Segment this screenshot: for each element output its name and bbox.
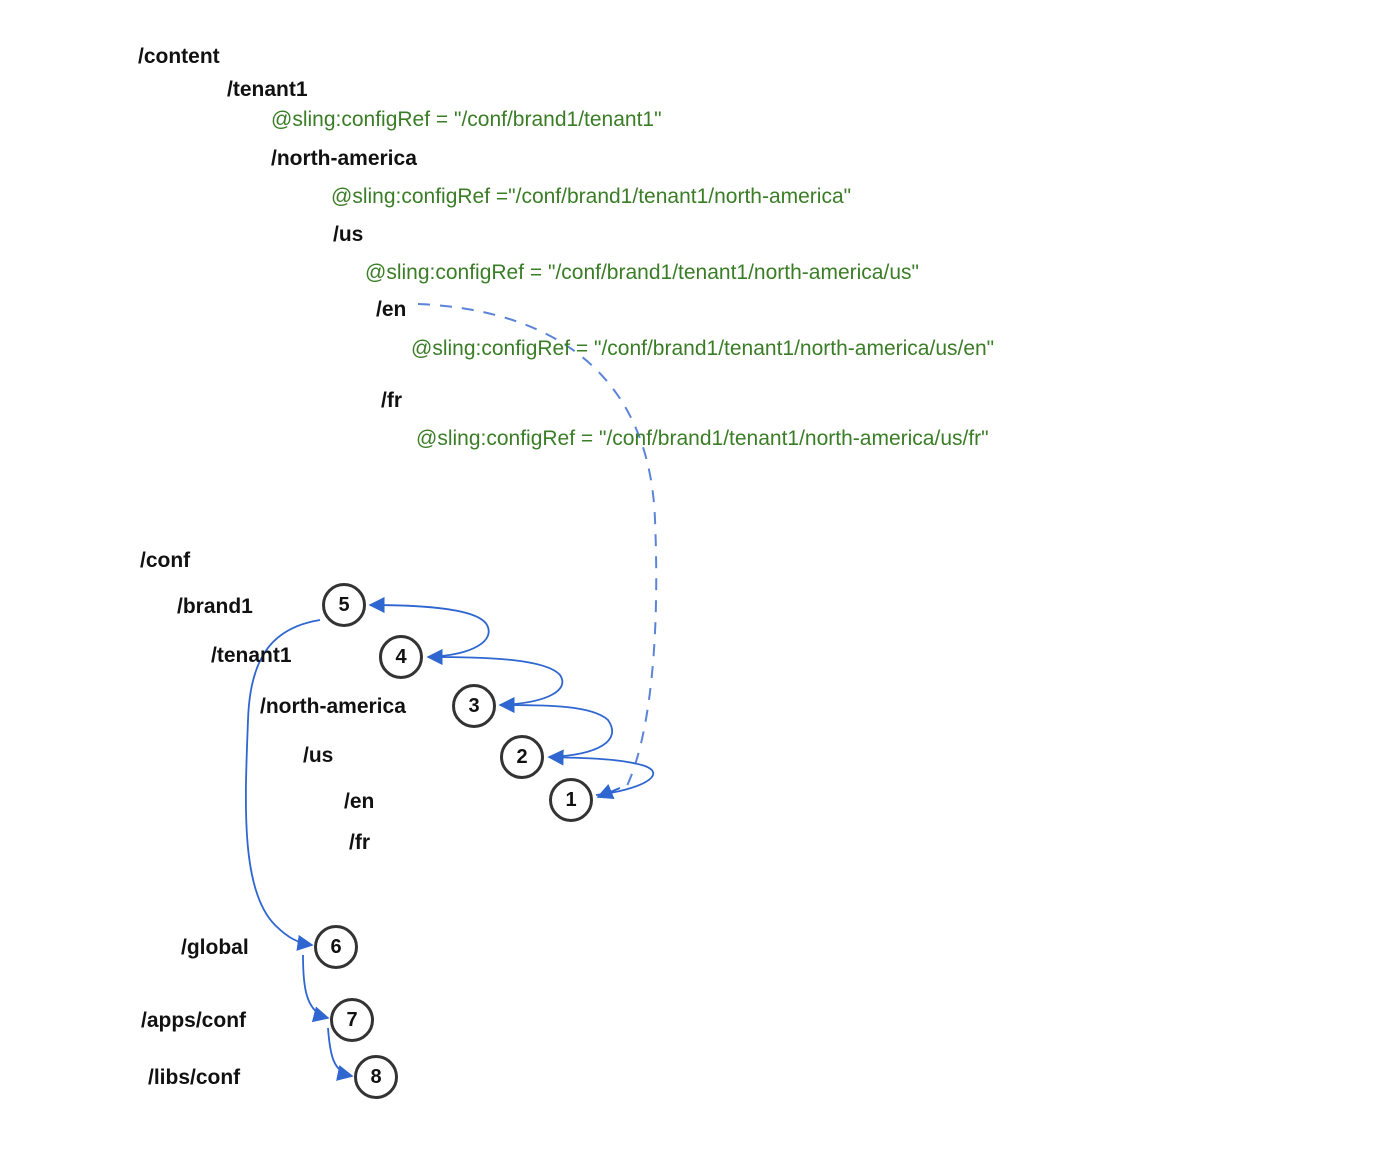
en-configref: @sling:configRef = "/conf/brand1/tenant1… [411, 337, 995, 360]
arrow-7-to-8 [327, 1027, 354, 1081]
conf-tenant1-label: /tenant1 [211, 644, 292, 667]
lookup-node-4: 4 [379, 635, 423, 679]
arrow-3-to-4 [426, 648, 564, 706]
north-america-configref: @sling:configRef ="/conf/brand1/tenant1/… [331, 185, 852, 208]
apps-conf-label: /apps/conf [141, 1009, 247, 1032]
arrow-4-to-5 [368, 596, 490, 658]
lookup-node-5: 5 [322, 583, 366, 627]
conf-root-label: /conf [140, 549, 191, 572]
arrow-2-to-3 [498, 696, 614, 758]
tenant1-configref: @sling:configRef = "/conf/brand1/tenant1… [271, 108, 662, 131]
lookup-node-2: 2 [500, 735, 544, 779]
content-fr-label: /fr [381, 389, 402, 412]
content-north-america-label: /north-america [271, 147, 417, 170]
lookup-node-1: 1 [549, 778, 593, 822]
content-tenant1-label: /tenant1 [227, 78, 308, 101]
content-us-label: /us [333, 223, 364, 246]
arrow-1-to-2 [547, 749, 655, 796]
conf-north-america-label: /north-america [260, 695, 406, 718]
content-en-label: /en [376, 298, 407, 321]
libs-conf-label: /libs/conf [148, 1066, 241, 1089]
arrow-into-1 [596, 783, 621, 799]
conf-us-label: /us [303, 744, 334, 767]
conf-en-label: /en [344, 790, 375, 813]
lookup-node-6: 6 [314, 925, 358, 969]
us-configref: @sling:configRef = "/conf/brand1/tenant1… [365, 261, 919, 284]
arrow-5-to-6 [244, 619, 321, 951]
fr-configref: @sling:configRef = "/conf/brand1/tenant1… [416, 427, 989, 450]
lookup-node-8: 8 [354, 1055, 398, 1099]
conf-fr-label: /fr [349, 831, 370, 854]
lookup-node-7: 7 [330, 998, 374, 1042]
arrow-6-to-7 [302, 954, 330, 1023]
content-root-label: /content [138, 45, 220, 68]
lookup-node-3: 3 [452, 684, 496, 728]
configref-dashed-link [417, 303, 658, 791]
conf-global-label: /global [181, 936, 249, 959]
conf-brand1-label: /brand1 [177, 595, 253, 618]
